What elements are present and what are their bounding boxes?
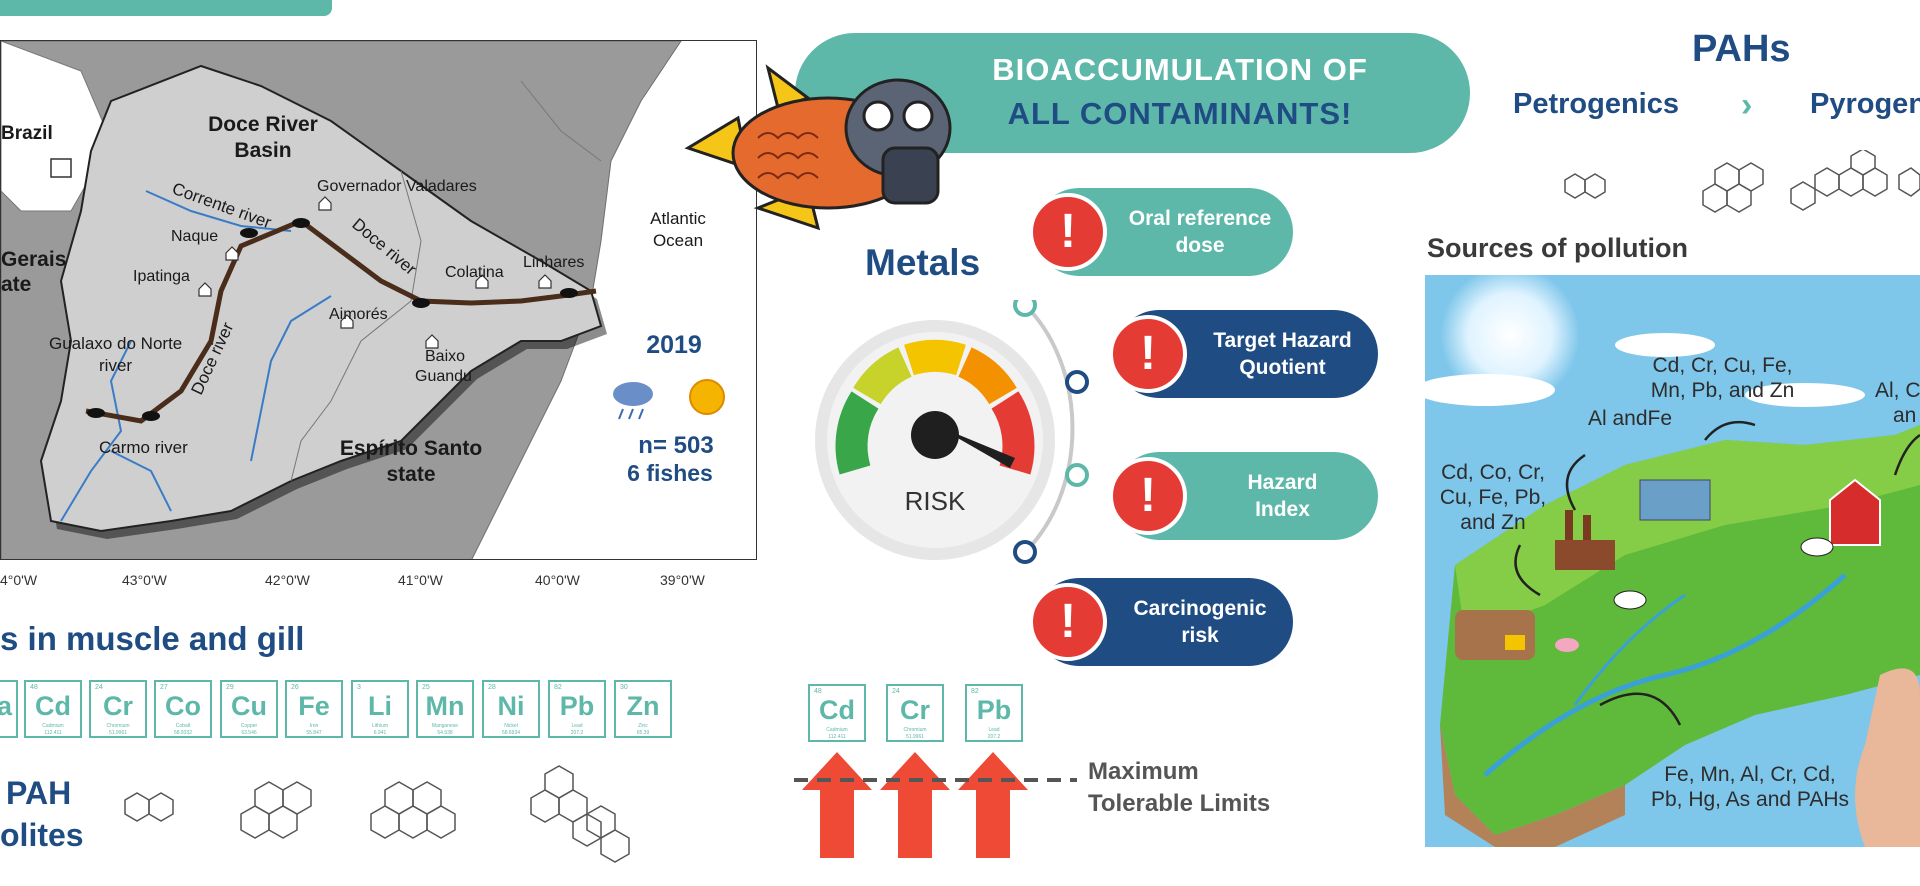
lon-tick: 40°0'W (535, 572, 580, 588)
city-colatina: Colatina (445, 264, 504, 281)
map-frame: Brazil Doce River Basin Gerais ate Espír… (0, 40, 757, 560)
lon-tick: 4°0'W (0, 572, 38, 588)
lon-tick: 42°0'W (265, 572, 310, 588)
connector-dot (1065, 463, 1089, 487)
source-label-4: Cd, Co, Cr,Cu, Fe, Pb,and Zn (1439, 461, 1547, 534)
risk-gauge: RISK (815, 300, 1089, 564)
river-label-gualaxo-1: Gualaxo do Norte (49, 334, 182, 353)
fish-gas-mask-icon (684, 64, 952, 231)
pollution-sources-illustration: Cd, Cr, Cu, Fe,Mn, Pb, and Zn Al andFe A… (1425, 275, 1920, 847)
year-label: 2019 (646, 331, 702, 359)
source-label-1: Cd, Cr, Cu, Fe,Mn, Pb, and Zn (1650, 354, 1795, 402)
espirito-label-2: state (386, 463, 435, 486)
metals-title: Metals (865, 242, 981, 283)
up-arrow-icon (802, 752, 1028, 858)
sun-icon (689, 379, 725, 415)
ocean-label-1: Atlantic (650, 209, 706, 228)
minas-label-1: Gerais (1, 248, 66, 271)
river-label-gualaxo-2: river (99, 356, 132, 375)
alert-icon: ! (1029, 583, 1107, 661)
study-area-map: Brazil Doce River Basin Gerais ate Espír… (0, 40, 760, 640)
source-label-2: Al andFe (1587, 407, 1673, 430)
city-ipatinga: Ipatinga (133, 268, 190, 285)
city-governador-valadares: Governador Valadares (317, 178, 477, 195)
basin-label-2: Basin (234, 139, 291, 162)
river-label-carmo: Carmo river (99, 438, 188, 457)
connector-dot (1065, 370, 1089, 394)
city-guandu: Guandu (415, 368, 472, 385)
espirito-label-1: Espírito Santo (340, 437, 482, 460)
alert-icon: ! (1109, 457, 1187, 535)
pah-molecules-top (1564, 150, 1920, 213)
alert-icon: ! (1029, 193, 1107, 271)
banner-line-2: ALL CONTAMINANTS! (1007, 96, 1353, 131)
brazil-label: Brazil (1, 123, 53, 144)
lon-tick: 41°0'W (398, 572, 443, 588)
connector-dot (1013, 300, 1037, 317)
header-tab (0, 0, 332, 16)
pah-molecules-bottom (124, 765, 630, 863)
lon-tick: 43°0'W (122, 572, 167, 588)
source-label-5: Fe, Mn, Al, Cr, Cd,Pb, Hg, As and PAHs (1650, 763, 1850, 811)
pah-metabolites-title: PAH olites (0, 775, 84, 853)
pyrogenics-label: Pyrogen (1810, 88, 1920, 120)
alert-icon: ! (1109, 315, 1187, 393)
sample-size: n= 503 (638, 432, 713, 459)
petrogenics-label: Petrogenics (1513, 88, 1679, 120)
muscle-gill-title: s in muscle and gill (0, 620, 305, 657)
limit-arrows (794, 752, 1077, 858)
lon-tick: 39°0'W (660, 572, 705, 588)
fish-count: 6 fishes (627, 460, 713, 486)
rain-cloud-icon (613, 382, 653, 420)
connector-dot (1013, 540, 1037, 564)
chevron-right-icon: › (1741, 86, 1753, 124)
sources-title: Sources of pollution (1427, 233, 1688, 263)
map-canvas: Brazil Doce River Basin Gerais ate Espír… (1, 41, 756, 559)
ocean-label-2: Ocean (653, 231, 703, 250)
city-linhares: Linhares (523, 254, 584, 271)
city-baixo: Baixo (425, 348, 465, 365)
pollution-scene (1425, 275, 1920, 847)
element-tile: a (0, 680, 18, 738)
gauge-label: RISK (905, 486, 966, 516)
city-aimores: Aimorés (329, 306, 388, 323)
city-naque: Naque (171, 228, 218, 245)
basin-label-1: Doce River (208, 113, 318, 136)
max-tolerable-limits-label: Maximum Tolerable Limits (1088, 758, 1271, 817)
banner-line-1: BIOACCUMULATION OF (992, 52, 1368, 87)
minas-label-2: ate (1, 273, 31, 296)
pahs-title: PAHs (1692, 28, 1791, 70)
